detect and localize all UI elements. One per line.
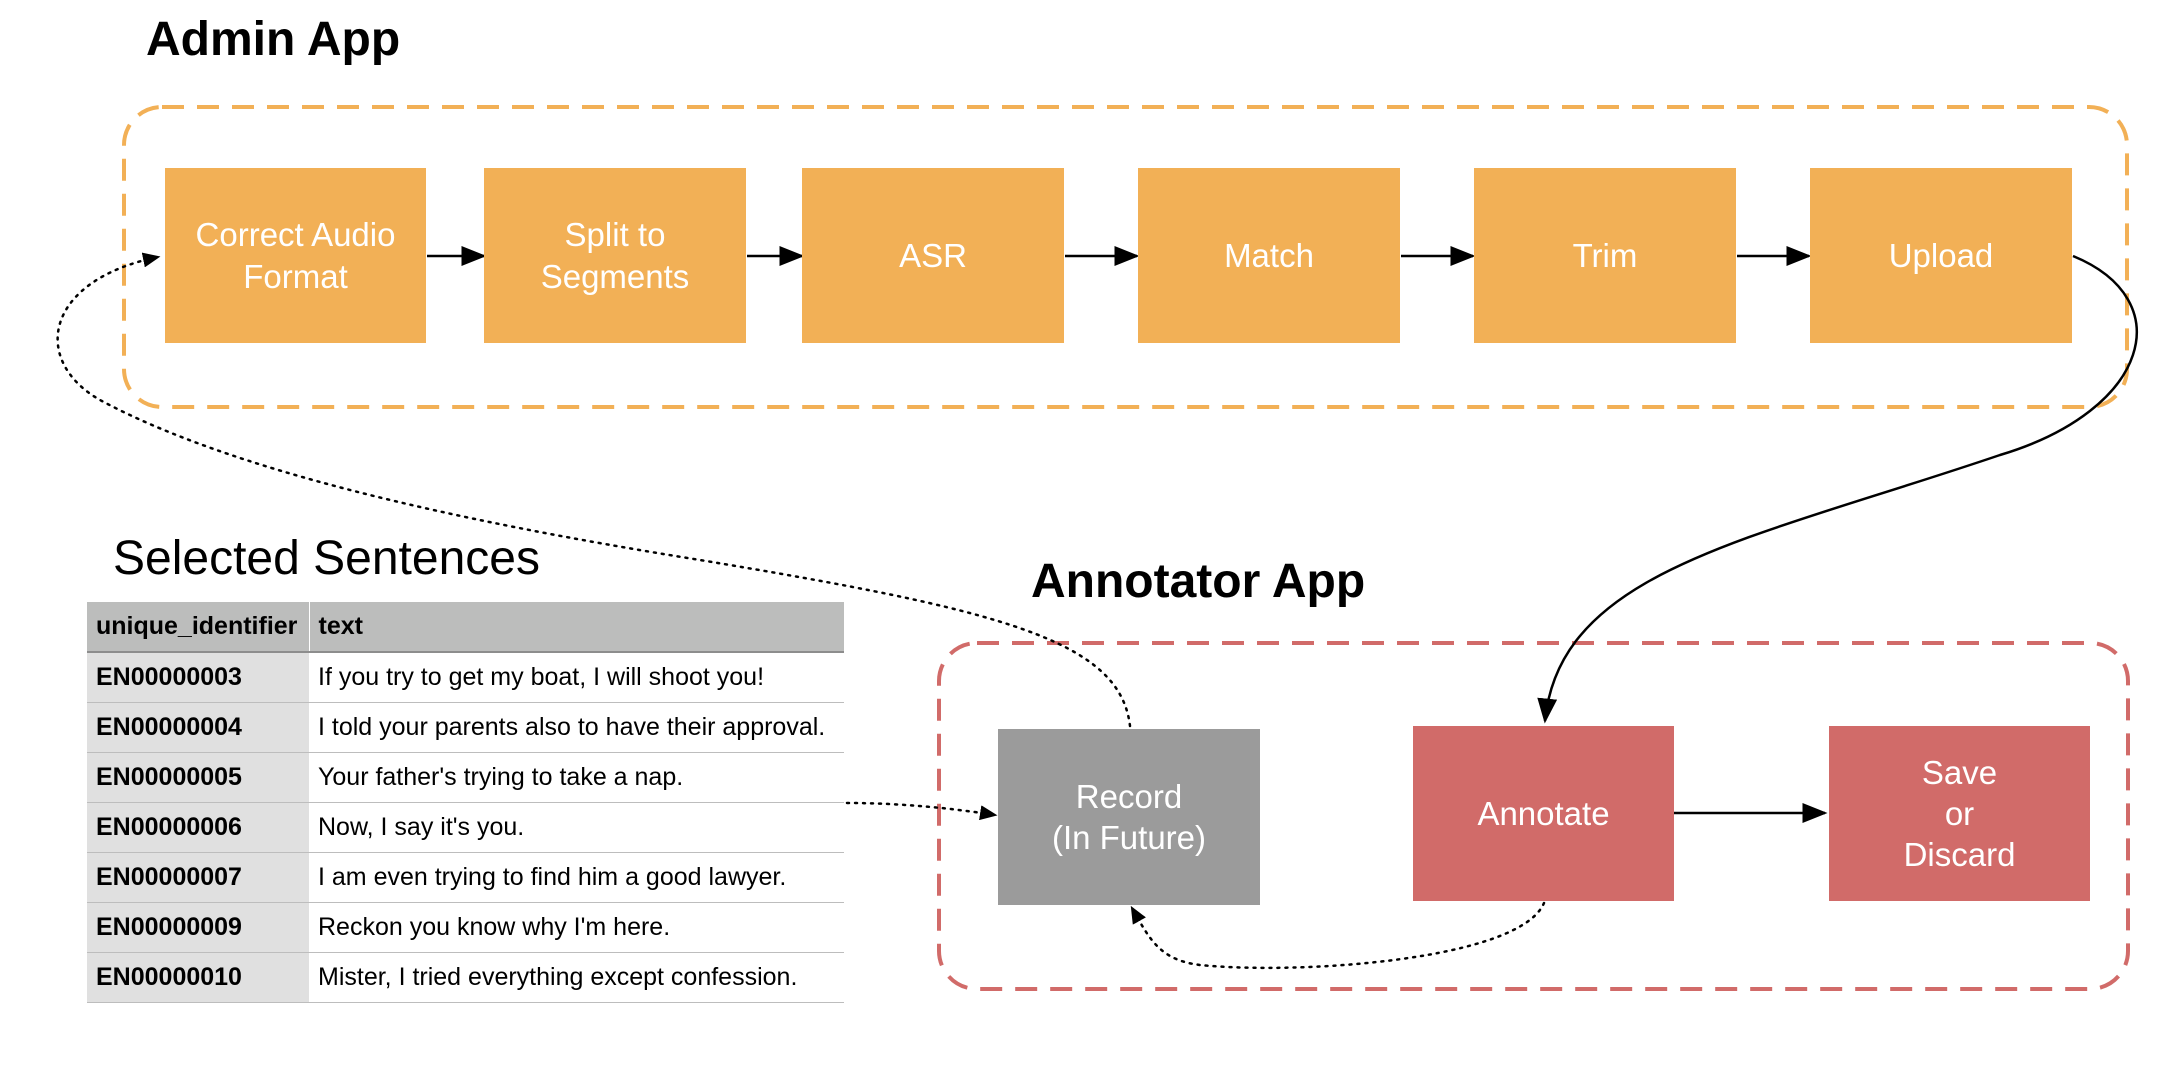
arrow-table-to-record [845, 801, 998, 821]
row-text: Reckon you know why I'm here. [309, 902, 844, 953]
row-identifier: EN00000004 [87, 702, 309, 753]
table-row: EN00000006 Now, I say it's you. [87, 802, 844, 853]
column-header-unique-identifier: unique_identifier [87, 602, 310, 653]
row-text: Your father's trying to take a nap. [309, 752, 844, 803]
step-trim: Trim [1474, 168, 1736, 343]
step-save-or-discard: Save or Discard [1829, 726, 2090, 901]
step-asr: ASR [802, 168, 1064, 343]
step-upload: Upload [1810, 168, 2072, 343]
admin-app-title: Admin App [146, 13, 401, 66]
table-row: EN00000003 If you try to get my boat, I … [87, 652, 844, 703]
row-identifier: EN00000005 [87, 752, 309, 803]
selected-sentences-table: unique_identifier text EN00000003 If you… [87, 602, 844, 1003]
annotator-app-title: Annotator App [1031, 555, 1366, 608]
selected-sentences-title: Selected Sentences [113, 532, 540, 585]
step-record-in-future: Record (In Future) [998, 729, 1260, 905]
step-correct-audio-format: Correct Audio Format [165, 168, 426, 343]
row-identifier: EN00000003 [87, 652, 309, 703]
step-match: Match [1138, 168, 1400, 343]
row-text: Now, I say it's you. [309, 802, 844, 853]
table-row: EN00000009 Reckon you know why I'm here. [87, 902, 844, 953]
admin-app-group [122, 105, 2129, 409]
column-header-text: text [309, 602, 844, 653]
step-annotate: Annotate [1413, 726, 1674, 901]
table-row: EN00000007 I am even trying to find him … [87, 852, 844, 903]
row-text: If you try to get my boat, I will shoot … [309, 652, 844, 703]
arrow-record-to-format [56, 252, 1132, 728]
table-header-row: unique_identifier text [87, 602, 844, 653]
table-row: EN00000010 Mister, I tried everything ex… [87, 952, 844, 1003]
row-text: Mister, I tried everything except confes… [309, 952, 844, 1003]
annotator-app-group [937, 641, 2130, 991]
table-row: EN00000004 I told your parents also to h… [87, 702, 844, 753]
row-text: I told your parents also to have their a… [309, 702, 844, 753]
row-identifier: EN00000009 [87, 902, 309, 953]
row-text: I am even trying to find him a good lawy… [309, 852, 844, 903]
step-split-to-segments: Split to Segments [484, 168, 746, 343]
row-identifier: EN00000010 [87, 952, 309, 1003]
row-identifier: EN00000006 [87, 802, 309, 853]
arrow-annotate-to-record [1130, 901, 1546, 970]
table-row: EN00000005 Your father's trying to take … [87, 752, 844, 803]
row-identifier: EN00000007 [87, 852, 309, 903]
arrow-upload-to-annotate [1537, 254, 2138, 724]
